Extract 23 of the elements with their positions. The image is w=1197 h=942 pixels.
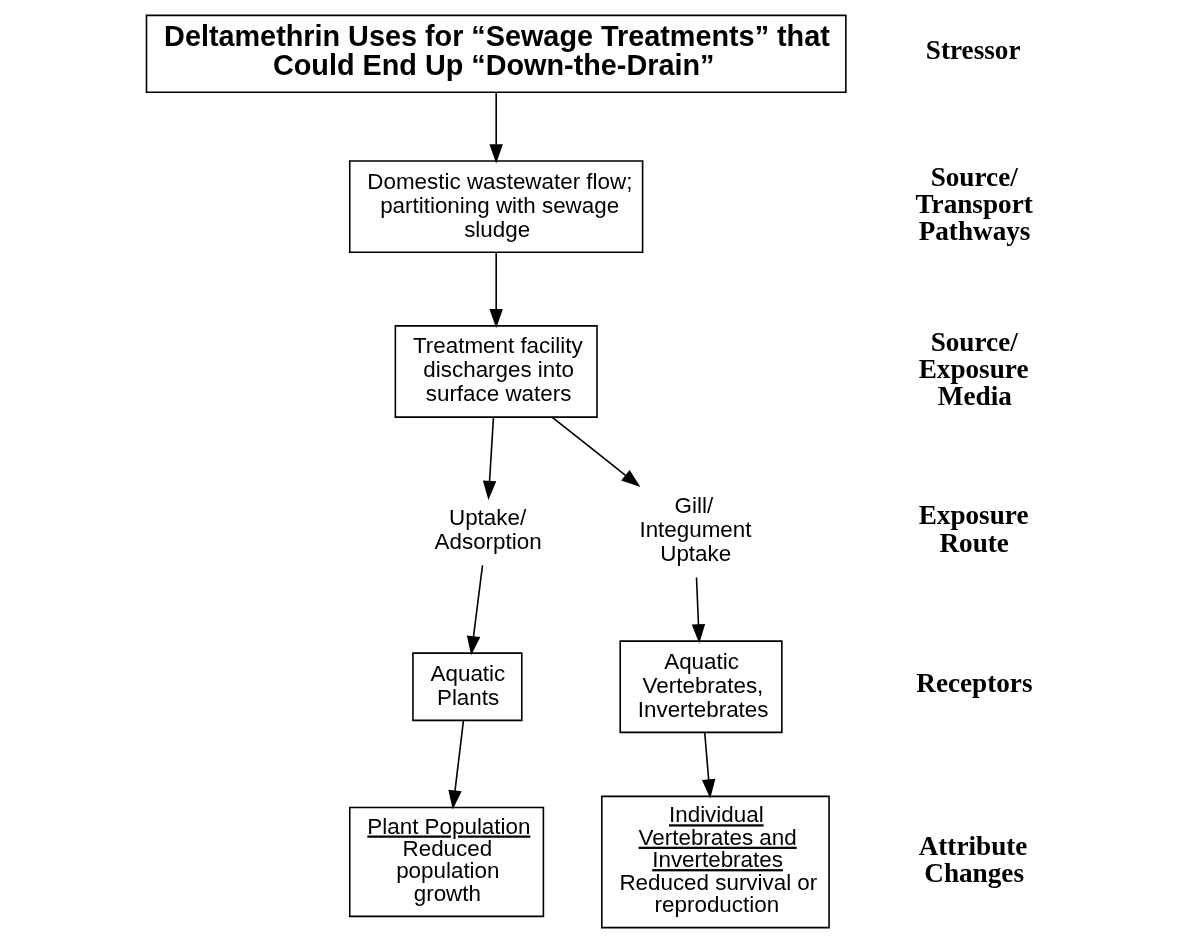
label: Receptors [915,667,1033,698]
label: Exposure Route [918,499,1028,558]
arrow [482,415,496,500]
label: Attribute Changes [918,830,1027,888]
node-text: Uptake/ Adsorption [434,504,542,554]
label: Stressor [925,34,1021,65]
arrow [691,576,705,643]
arrow [488,91,503,163]
node-box: Deltamethrin Uses for “Sewage Treatments” that Could End Up “Down-the-Drain” [145,14,847,93]
label: Source/ Transport Pathways [914,161,1033,246]
node-text: Gill/ Integument Uptake [638,492,751,566]
node-box: Individual Vertebrates and Invertebrates Reduced survival or reproduction [600,795,830,928]
arrow [701,731,715,799]
node-box: Treatment facility discharges into surface waters [394,324,598,418]
arrow [466,564,483,655]
arrow [447,719,464,810]
arrow [550,415,640,487]
node-box: Domestic wastewater flow; partitioning with sewage sludge [348,159,643,253]
node-box: Plant Population Reduced population growth [348,806,544,917]
node-box: Aquatic Plants [411,651,523,721]
arrow [488,251,503,328]
label: Source/ Exposure Media [918,326,1028,411]
node-box: Aquatic Vertebrates, Invertebrates [618,639,783,733]
